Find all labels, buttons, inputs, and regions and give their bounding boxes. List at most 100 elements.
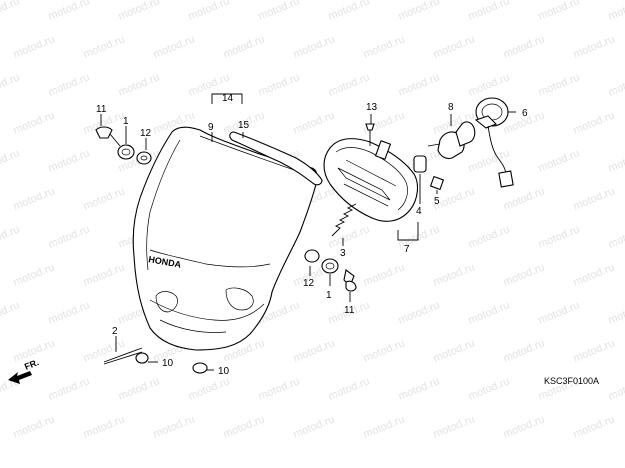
watermark-text: motod.ru [292,413,337,440]
callout-3: 3 [340,248,346,259]
watermark-text: motod.ru [257,0,302,23]
grommet [413,155,427,173]
callout-11-bottom: 11 [344,305,355,316]
watermark-text: motod.ru [537,0,582,23]
callout-4: 4 [416,206,422,217]
watermark-text: motod.ru [362,337,407,364]
callout-13: 13 [366,102,378,113]
nut [429,175,445,191]
watermark-text: motod.ru [607,0,625,23]
watermark-text: motod.ru [152,33,197,60]
watermark-text: motod.ru [432,33,477,60]
watermark-text: motod.ru [502,413,547,440]
watermark-text: motod.ru [572,261,617,288]
watermark-text: motod.ru [537,223,582,250]
watermark-text: motod.ru [82,185,127,212]
bottom-bolt [103,347,208,374]
watermark-text: motod.ru [327,223,372,250]
callout-14: 14 [222,93,234,104]
watermark-text: motod.ru [47,223,92,250]
watermark-text: motod.ru [327,71,372,98]
watermark-text: motod.ru [607,147,625,174]
watermark-text: motod.ru [362,109,407,136]
callout-7: 7 [404,244,410,255]
callout-1-bottom: 1 [326,290,332,301]
watermark-text: motod.ru [187,375,232,402]
watermark-text: motod.ru [0,147,21,174]
watermark-text: motod.ru [467,0,512,23]
watermark-text: motod.ru [397,71,442,98]
watermark-text: motod.ru [222,33,267,60]
watermark-text: motod.ru [47,147,92,174]
watermark-text: motod.ru [257,71,302,98]
callout-5: 5 [434,196,440,207]
watermark-text: motod.ru [292,337,337,364]
watermark-text: motod.ru [257,375,302,402]
watermark-text: motod.ru [607,223,625,250]
callout-6: 6 [522,108,528,119]
watermark-text: motod.ru [292,109,337,136]
watermark-text: motod.ru [47,71,92,98]
watermark-text: motod.ru [502,337,547,364]
watermark-text: motod.ru [467,375,512,402]
watermark-text: motod.ru [432,413,477,440]
watermark-text: motod.ru [537,299,582,326]
watermark-text: motod.ru [327,375,372,402]
callout-10-right: 10 [218,366,230,377]
watermark-text: motod.ru [82,337,127,364]
diagram-code: KSC3F0100A [544,376,599,386]
watermark-text: motod.ru [12,33,57,60]
watermark-text: motod.ru [362,33,407,60]
watermark-text: motod.ru [572,413,617,440]
watermark-text: motod.ru [327,0,372,23]
watermark-text: motod.ru [607,299,625,326]
adjusting-spring [331,203,357,237]
watermark-text: motod.ru [537,147,582,174]
watermark-text: motod.ru [12,261,57,288]
callout-10-left: 10 [162,358,174,369]
watermark-text: motod.ru [607,71,625,98]
watermark-text: motod.ru [187,0,232,23]
watermark-text: motod.ru [432,337,477,364]
watermark-text: motod.ru [467,223,512,250]
top-fasteners [95,126,152,165]
watermark-text: motod.ru [572,33,617,60]
watermark-text: motod.ru [12,413,57,440]
watermark-text: motod.ru [572,109,617,136]
watermark-text: motod.ru [502,33,547,60]
watermark-text: motod.ru [82,413,127,440]
watermark-text: motod.ru [432,261,477,288]
seal-strip [229,131,323,186]
watermark-text: motod.ru [292,33,337,60]
watermark-text: motod.ru [397,375,442,402]
watermark-text: motod.ru [502,185,547,212]
watermark-text: motod.ru [82,261,127,288]
callout-2: 2 [112,326,118,337]
watermark-text: motod.ru [467,71,512,98]
watermark-text: motod.ru [0,299,21,326]
watermark-layer: motod.ru motod.ru motod.ru motod.ru motod.ru… [0,0,625,441]
callout-9: 9 [208,122,214,133]
watermark-text: motod.ru [117,0,162,23]
watermark-text: motod.ru [572,185,617,212]
watermark-text: motod.ru [362,413,407,440]
watermark-text: motod.ru [0,0,21,23]
headlight-bulb [427,121,476,160]
lower-fasteners [304,249,357,292]
watermark-text: motod.ru [47,375,92,402]
watermark-text: motod.ru [12,109,57,136]
watermark-text: motod.ru [222,413,267,440]
headlight-unit [323,138,419,222]
callout-15: 15 [238,120,250,131]
watermark-text: motod.ru [117,375,162,402]
watermark-text: motod.ru [0,71,21,98]
watermark-text: motod.ru [362,261,407,288]
watermark-text: motod.ru [467,147,512,174]
watermark-text: motod.ru [397,299,442,326]
watermark-text: motod.ru [117,71,162,98]
callout-8: 8 [448,102,454,113]
watermark-text: motod.ru [47,299,92,326]
callout-numbers: 11 1 12 14 9 15 13 8 6 4 5 7 3 12 1 11 2… [96,93,528,377]
callout-12-top: 12 [140,128,152,139]
